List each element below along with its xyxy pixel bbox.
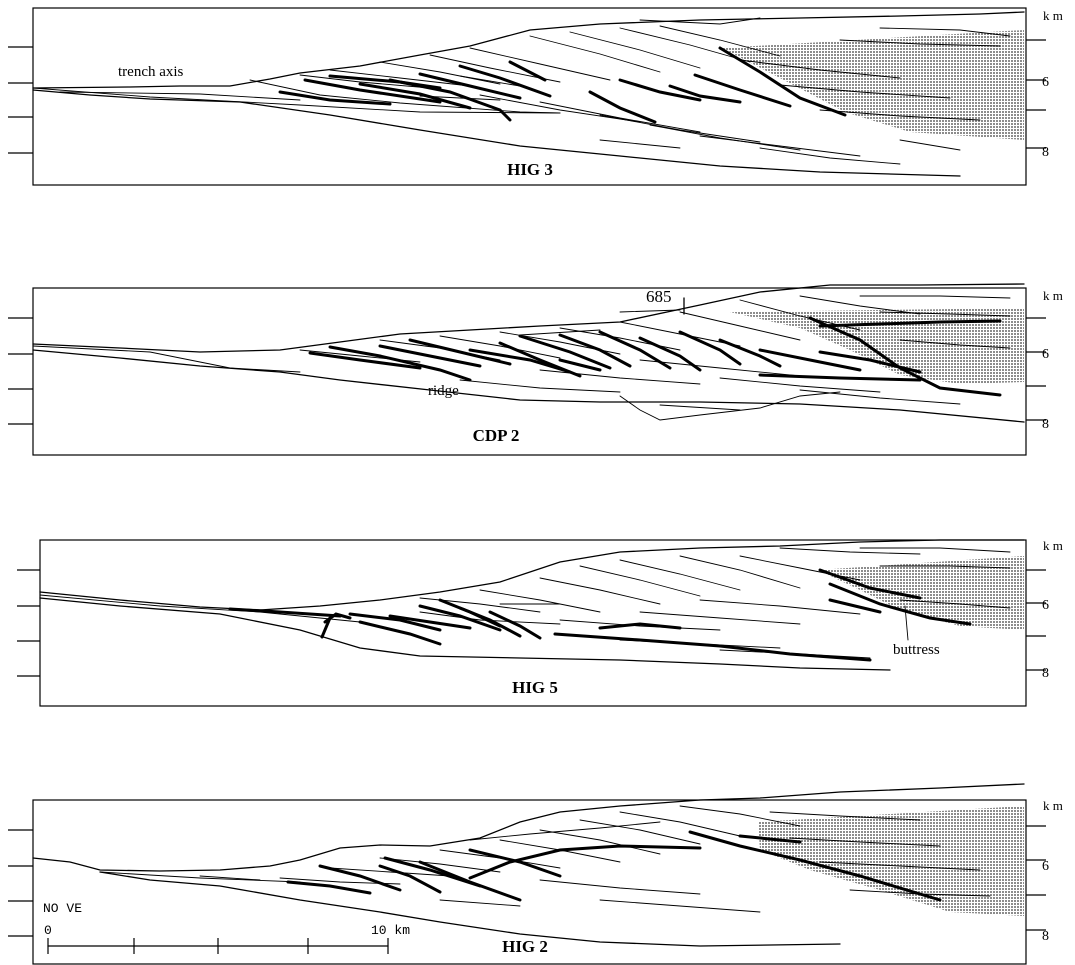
scale-bar: 0 10 km (44, 923, 410, 954)
annotation-no-ve: NO VE (43, 901, 82, 916)
axis-unit-label: k m (1043, 538, 1063, 553)
annotation-ridge: ridge (428, 383, 459, 399)
left-ticks (8, 47, 33, 153)
depth-tick-8: 8 (1042, 145, 1049, 160)
panel-hig3: k m 6 8 (8, 8, 1063, 185)
right-ticks (1026, 826, 1046, 930)
left-ticks (8, 318, 33, 424)
annotation-site-685: 685 (646, 287, 672, 306)
decollement-line (33, 90, 960, 176)
axis-unit-label: k m (1043, 288, 1063, 303)
depth-tick-8: 8 (1042, 929, 1049, 944)
axis-unit-label: k m (1043, 8, 1063, 23)
depth-tick-8: 8 (1042, 666, 1049, 681)
panel-title: HIG 2 (502, 937, 548, 956)
left-ticks (17, 570, 40, 676)
panel-title: HIG 3 (507, 160, 553, 179)
depth-tick-6: 6 (1042, 859, 1049, 874)
right-ticks (1026, 570, 1046, 670)
right-ticks (1026, 40, 1046, 148)
axis-unit-label: k m (1043, 798, 1063, 813)
panel-title: HIG 5 (512, 678, 558, 697)
backstop-shading (722, 30, 1024, 140)
left-ticks (8, 830, 33, 936)
panel-hig2: k m 6 8 (8, 784, 1063, 964)
panel-hig5: k m 6 8 (17, 538, 1063, 706)
panel-title: CDP 2 (473, 426, 520, 445)
right-ticks (1026, 318, 1046, 420)
scale-bar-end: 10 km (371, 923, 410, 938)
scale-bar-start: 0 (44, 923, 52, 938)
depth-tick-8: 8 (1042, 417, 1049, 432)
annotation-trench-axis: trench axis (118, 64, 184, 80)
thrust-faults (230, 570, 970, 660)
annotation-buttress: buttress (893, 642, 940, 658)
depth-tick-6: 6 (1042, 347, 1049, 362)
ridge-outline (620, 392, 840, 420)
depth-tick-6: 6 (1042, 75, 1049, 90)
depth-tick-6: 6 (1042, 598, 1049, 613)
panel-cdp2: k m 6 8 (8, 284, 1063, 455)
